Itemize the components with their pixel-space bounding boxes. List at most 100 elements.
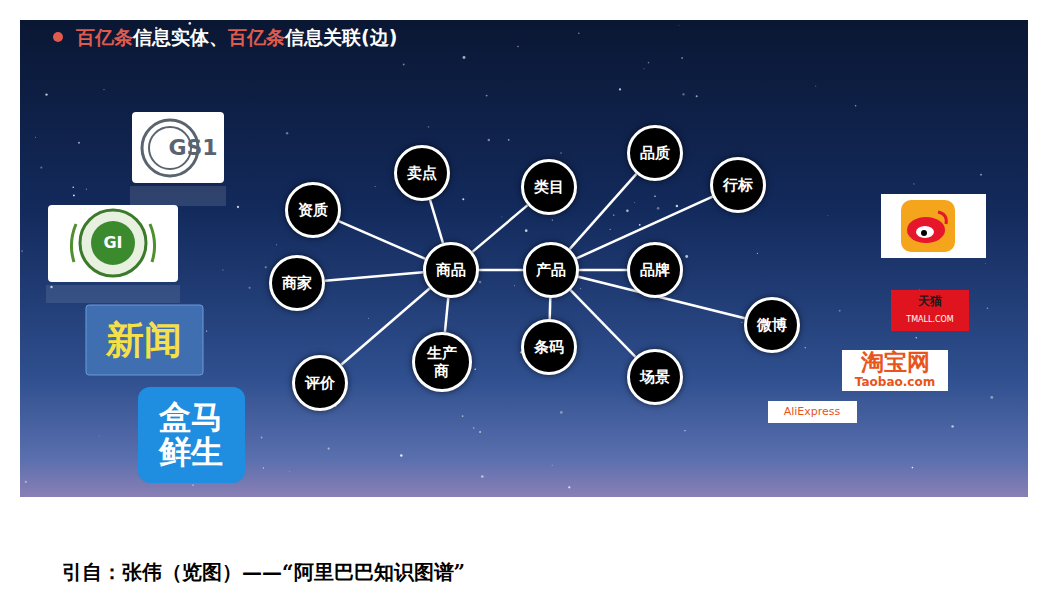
news-logo-text: 新闻 xyxy=(106,319,182,361)
entity-circle: 商品 xyxy=(423,242,479,298)
star xyxy=(428,126,430,128)
relation-line-stroke xyxy=(579,269,627,272)
star xyxy=(73,194,75,196)
hema-logo-box xyxy=(138,387,245,483)
star xyxy=(610,229,611,230)
star xyxy=(103,89,104,90)
gi-logo-text: GI xyxy=(103,234,122,252)
star xyxy=(827,215,829,217)
hema-logo-text: 盒马鲜生 xyxy=(158,400,224,470)
star xyxy=(639,224,641,226)
gs1-logo-box xyxy=(132,112,224,183)
entity-circle: 生产商 xyxy=(412,332,472,392)
star xyxy=(479,431,481,433)
star xyxy=(206,330,207,331)
star xyxy=(192,484,194,486)
star xyxy=(984,263,986,265)
star xyxy=(488,139,491,142)
star xyxy=(317,490,319,492)
star xyxy=(634,202,635,203)
star xyxy=(481,475,484,478)
star xyxy=(237,206,239,208)
slide-title: 百亿条信息实体、百亿条信息关联(边) xyxy=(76,25,397,51)
star xyxy=(289,471,291,473)
gi-ring xyxy=(80,210,146,276)
entity-label: 商家 xyxy=(282,274,312,292)
weibo-icon xyxy=(916,226,934,238)
star xyxy=(552,220,553,221)
entity-label: 生产商 xyxy=(426,344,458,380)
relation-line xyxy=(325,272,423,280)
taobao-logo-box xyxy=(842,350,948,391)
weibo-icon xyxy=(938,212,946,224)
star xyxy=(912,467,914,469)
news-logo-box xyxy=(86,305,203,375)
relation-line xyxy=(339,221,426,259)
relation-line xyxy=(445,298,448,332)
star xyxy=(676,205,678,207)
star xyxy=(685,255,688,258)
star xyxy=(368,318,369,319)
relation-line xyxy=(472,205,527,252)
entity-circle: 卖点 xyxy=(394,145,450,201)
star xyxy=(805,347,806,348)
title-bullet xyxy=(53,32,63,42)
star xyxy=(913,183,914,184)
star xyxy=(400,454,402,456)
relation-line xyxy=(430,200,443,243)
star xyxy=(980,174,982,176)
relation-line xyxy=(549,298,551,319)
aliexpress-logo-box xyxy=(768,401,857,423)
entity-circle: 条码 xyxy=(521,319,577,375)
relation-line xyxy=(570,174,637,249)
star xyxy=(474,369,476,371)
star xyxy=(568,486,570,488)
star xyxy=(263,467,264,468)
source-caption: 引自：张伟（览图）——“阿里巴巴知识图谱” xyxy=(62,559,465,586)
relation-line xyxy=(579,270,627,271)
star xyxy=(501,216,503,218)
star xyxy=(657,207,660,210)
tmall-logo-text: 天猫 xyxy=(918,295,942,308)
relation-line-stroke xyxy=(548,298,551,319)
weibo-icon xyxy=(907,217,945,243)
star xyxy=(741,322,742,323)
star xyxy=(648,62,650,64)
star xyxy=(25,481,27,483)
gs1-logo-text: GS1 xyxy=(168,136,217,160)
entity-circle: 类目 xyxy=(521,159,577,215)
star xyxy=(222,269,224,271)
entity-label: 品质 xyxy=(640,144,670,162)
entity-circle: 行标 xyxy=(710,157,766,213)
entity-label: 类目 xyxy=(534,178,564,196)
star xyxy=(757,253,758,254)
star xyxy=(514,285,515,286)
star xyxy=(696,95,698,97)
star xyxy=(486,95,488,97)
reflection xyxy=(46,285,180,303)
star xyxy=(517,46,518,47)
star xyxy=(678,25,680,27)
weibo-icon-bg xyxy=(901,200,955,252)
entity-circle: 商家 xyxy=(269,255,325,311)
star xyxy=(684,430,685,431)
entity-label: 产品 xyxy=(536,261,566,279)
entity-circle: 产品 xyxy=(523,242,579,298)
entity-label: 商品 xyxy=(436,261,466,279)
star xyxy=(560,152,562,154)
entity-circle: 评价 xyxy=(292,355,348,411)
weibo-logo-box xyxy=(881,194,986,258)
gi-logo-box xyxy=(48,205,178,282)
star xyxy=(286,132,288,134)
star xyxy=(644,68,645,69)
relation-line-stroke xyxy=(325,272,423,280)
entity-label: 卖点 xyxy=(407,164,437,182)
weibo-icon xyxy=(921,230,927,236)
star xyxy=(619,88,621,90)
star xyxy=(654,195,655,196)
star xyxy=(916,337,918,339)
star xyxy=(403,64,405,66)
relation-line-stroke xyxy=(430,200,443,243)
star xyxy=(328,448,330,450)
